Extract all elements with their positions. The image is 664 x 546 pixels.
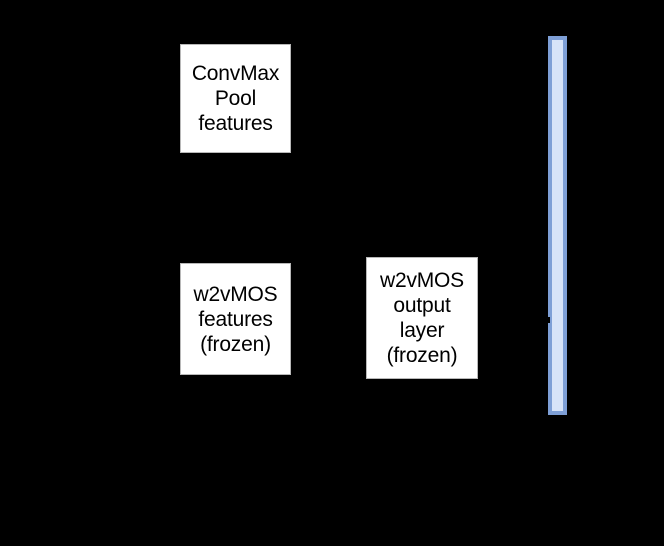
node-label-line: features <box>198 112 273 135</box>
vertical-bar-element[interactable] <box>548 36 567 415</box>
node-convmaxpool-features[interactable]: ConvMax Pool features <box>180 44 291 153</box>
node-w2vmos-output-layer-frozen[interactable]: w2vMOS output layer (frozen) <box>366 257 478 379</box>
node-label-line: layer <box>399 319 445 342</box>
node-label-line: output <box>393 294 451 317</box>
node-w2vmos-features-frozen[interactable]: w2vMOS features (frozen) <box>180 263 291 375</box>
node-label-line: Pool <box>214 87 257 110</box>
node-label-line: (frozen) <box>386 344 458 367</box>
node-label-line: ConvMax <box>191 62 280 85</box>
node-label-line: w2vMOS <box>380 269 464 292</box>
bar-connector-notch <box>546 317 550 323</box>
node-label-line: w2vMOS <box>193 282 278 306</box>
node-label-line: (frozen) <box>200 332 271 356</box>
node-label-line: features <box>198 307 273 331</box>
